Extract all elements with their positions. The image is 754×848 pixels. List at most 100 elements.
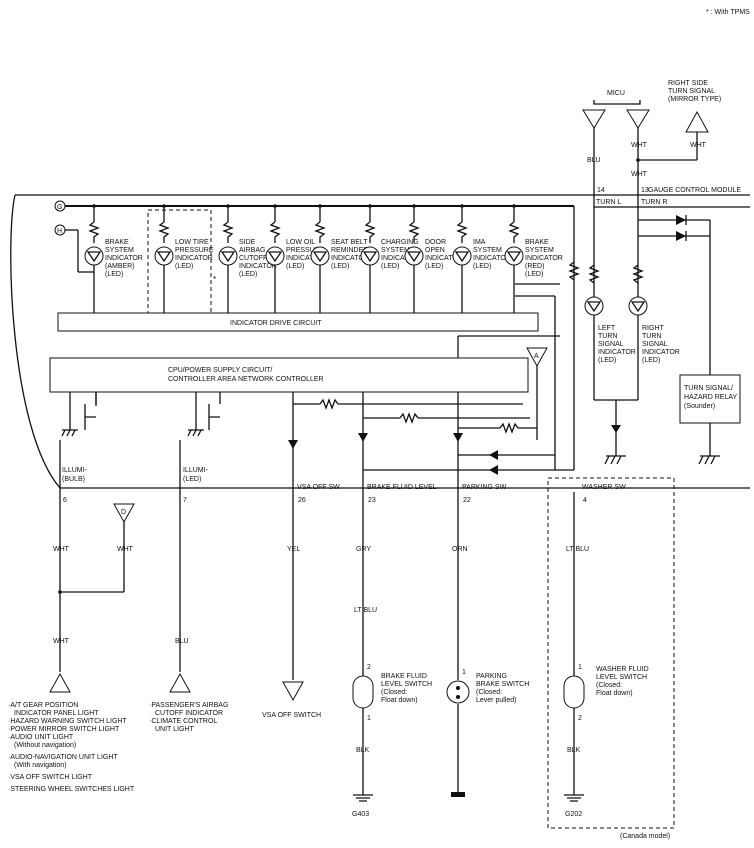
indicator-label-line: (RED): [525, 263, 544, 270]
pin-7: 7: [183, 497, 187, 504]
ws-pin-bottom: 2: [578, 715, 582, 722]
turn-r-label-line: TURN: [642, 333, 661, 340]
indicator-label-line: INDICATOR: [331, 255, 369, 262]
indicator-led-diode: [406, 251, 422, 263]
indicator-label-line: SIDE: [239, 239, 256, 246]
wire-wht-bottom: WHT: [53, 638, 70, 645]
turn-l-label-line: (LED): [598, 357, 616, 364]
turn-l-label-line: LEFT: [598, 325, 616, 332]
pin-14: 14: [597, 187, 605, 194]
indicator-junction: [512, 204, 516, 208]
terminal-wire-color: GRY: [356, 546, 371, 553]
indicator-led: [310, 246, 330, 266]
terminal-pin: 23: [368, 497, 376, 504]
indicator-led: [265, 246, 285, 266]
indicator-label-line: (LED): [525, 271, 543, 278]
indicator-label-line: INDICATOR: [175, 255, 213, 262]
illumi-led-2: (LED): [183, 476, 201, 483]
illumination-list-item: (With navigation): [14, 762, 67, 769]
wire-lt-blu: LT BLU: [354, 607, 377, 614]
right-signal-3: (MIRROR TYPE): [668, 96, 721, 103]
indicator-led-diode: [220, 251, 236, 263]
hazard-relay-box: [679, 374, 741, 424]
gauge-control-module-outline: [10, 194, 750, 489]
indicator-label-line: (LED): [425, 263, 443, 270]
terminal-name: BRAKE FLUID LEVEL: [367, 484, 437, 491]
parking-switch-label-line: Lever pulled): [476, 697, 516, 704]
indicator-label-line: LOW TIRE: [175, 239, 209, 246]
terminal-pin: 4: [583, 497, 587, 504]
parking-diode: [453, 433, 463, 442]
wire-wht-micu: WHT: [631, 142, 648, 149]
indicator-label-line: (AMBER): [105, 263, 135, 270]
illumination-list-item: (Without navigation): [14, 742, 76, 749]
ground-g202: G202: [565, 811, 582, 818]
indicator-label-line: (LED): [286, 263, 304, 270]
pin-6: 6: [63, 497, 67, 504]
tpms-asterisk: *: [213, 275, 216, 284]
right-signal-1: RIGHT SIDE: [668, 80, 708, 87]
illumi-led-transistor: [195, 392, 221, 430]
indicator-label-line: (LED): [105, 271, 123, 278]
illumi-led-ground: [187, 429, 204, 437]
indicator-led: [154, 246, 174, 266]
indicator-resistor: [222, 221, 234, 243]
indicator-led-diode: [454, 251, 470, 263]
ws-pin-top: 1: [578, 664, 582, 671]
wire-wht-d: WHT: [117, 546, 134, 553]
turn-l-label: TURN L: [596, 199, 621, 206]
bf-pin-bottom: 1: [367, 715, 371, 722]
brake-fluid-diode: [358, 433, 368, 442]
wire-blu-micu: BLU: [587, 157, 601, 164]
illumi-bulb-ground: [61, 429, 78, 437]
indicator-label-line: (LED): [175, 263, 193, 270]
node-h-label: H: [57, 228, 62, 235]
wire-blk-2: BLK: [567, 747, 581, 754]
cpu-box: [49, 357, 529, 393]
indicator-resistor: [408, 221, 420, 243]
indicator-label-line: PRESSURE: [286, 247, 325, 254]
indicator-resistor: [508, 221, 520, 243]
indicator-junction: [460, 204, 464, 208]
wire-wht-6: WHT: [53, 546, 70, 553]
right-signal-2: TURN SIGNAL: [668, 88, 715, 95]
wire-wht-join: WHT: [631, 171, 648, 178]
red-brake-resistor: [568, 261, 580, 281]
indicator-led-diode: [86, 251, 102, 263]
turn-ground-icon: [604, 455, 626, 465]
turn-r-label-line: RIGHT: [642, 325, 665, 332]
micu-connector-blu: [582, 109, 606, 129]
relay-line-2: HAZARD RELAY: [684, 394, 737, 401]
g202-ground-icon: [564, 794, 584, 802]
indicator-junction: [412, 204, 416, 208]
illumi-led-1: ILLUMI-: [183, 467, 209, 474]
indicator-label-line: BRAKE: [105, 239, 129, 246]
passenger-list-item: ·CLIMATE CONTROL: [149, 718, 217, 725]
indicator-resistor: [88, 221, 100, 243]
indicator-label-line: REMINDER: [331, 247, 368, 254]
illumination-list-item: ·STEERING WHEEL SWITCHES LIGHT: [8, 786, 135, 793]
relay-line-3: (Sounder): [684, 403, 715, 410]
indicator-led: [404, 246, 424, 266]
indicator-label-line: CHARGING: [381, 239, 419, 246]
vsa-diode: [288, 440, 298, 449]
turn-r-label-line: SIGNAL: [642, 341, 668, 348]
micu-connector-wht: [626, 109, 650, 129]
connector-d: [113, 503, 135, 524]
diode-turn-1: [676, 215, 686, 225]
indicator-led: [218, 246, 238, 266]
brake-resistor: [399, 412, 419, 424]
canada-model: (Canada model): [620, 833, 670, 840]
junction-wht: [636, 158, 640, 162]
parking-ground-icon: [451, 792, 465, 797]
turn-r-label: TURN R: [641, 199, 667, 206]
illumination-list-item: ·VSA OFF SWITCH LIGHT: [8, 774, 93, 781]
cpu-line-1: CPU/POWER SUPPLY CIRCUIT/: [168, 367, 272, 374]
indicator-label-line: AIRBAG: [239, 247, 265, 254]
indicator-led-diode: [506, 251, 522, 263]
illumination-list-item: ·AUDIO-NAVIGATION UNIT LIGHT: [8, 754, 118, 761]
parking-switch-label-line: (Closed:: [476, 689, 502, 696]
washer-switch-label-line: WASHER FLUID: [596, 666, 649, 673]
